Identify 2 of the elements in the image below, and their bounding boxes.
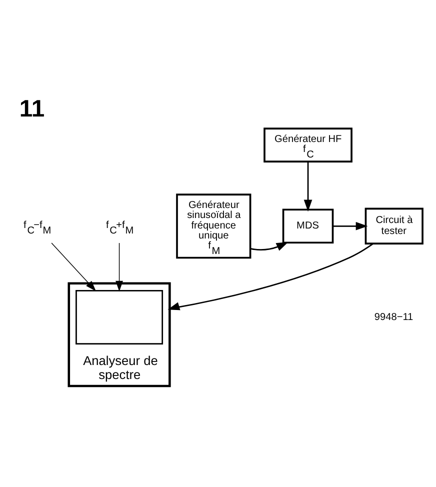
label: 9948−11 [374, 311, 414, 322]
diagram-title: 11 [19, 94, 45, 122]
